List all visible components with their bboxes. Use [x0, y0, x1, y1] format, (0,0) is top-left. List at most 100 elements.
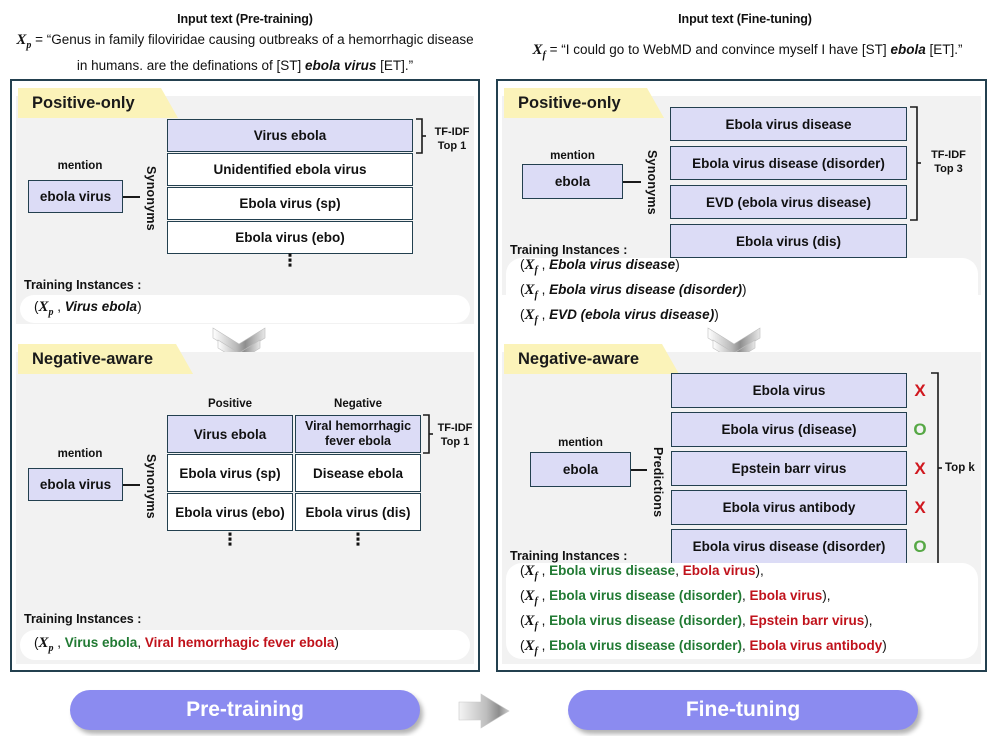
pretraining-na-positive-2[interactable]: Ebola virus (ebo) — [167, 493, 293, 531]
finetuning-na-mark-3: X — [914, 498, 926, 517]
pretraining-po-mention-label: mention — [57, 160, 103, 172]
right-input-eq: = — [545, 42, 562, 57]
finetuning-po-bracket — [908, 106, 921, 221]
right-input-line1-a: “I could go to WebMD and convince myself… — [561, 42, 891, 57]
left-input-eq: = — [31, 32, 47, 47]
pretraining-positive-only-tag: Positive-only — [18, 88, 178, 118]
finetuning-po-mention-label: mention — [550, 150, 595, 162]
pretraining-na-negative-ellipsis: ⋮ — [349, 530, 367, 549]
finetuning-po-relation-label: Synonyms — [645, 149, 659, 215]
left-input-line2-a: in humans. are the definations of [ST] — [76, 58, 306, 73]
pretraining-po-training-box: (Xp , Virus ebola) — [20, 295, 470, 323]
pretraining-po-bracket — [414, 118, 426, 154]
finetuning-na-item-1[interactable]: Ebola virus (disease) — [671, 412, 907, 447]
pretraining-stage-pill[interactable]: Pre-training — [70, 690, 420, 730]
training-instance-row: (Xf , Ebola virus disease) — [520, 256, 680, 276]
left-input-mention-highlight: ebola virus — [305, 58, 377, 73]
tag-label: Negative-aware — [518, 349, 640, 368]
tfidf-line-2: Top 1 — [437, 140, 467, 152]
tag-label: Positive-only — [518, 93, 621, 112]
pretraining-na-relation-label: Synonyms — [144, 453, 158, 519]
pretraining-na-negative-0[interactable]: Viral hemorrhagic fever ebola — [295, 415, 421, 453]
finetuning-na-mark-2: X — [914, 459, 926, 478]
left-input-line1: “Genus in family filoviridae causing out… — [46, 32, 474, 47]
training-instance-row: (Xf , Ebola virus disease, Ebola virus), — [520, 563, 764, 582]
training-instance-row: (Xp , Virus ebola, Viral hemorrhagic fev… — [34, 634, 339, 654]
pretraining-na-bracket-label: TF-IDF Top 1 — [430, 421, 480, 449]
training-instance-row: (Xf , Ebola virus disease (disorder), Eb… — [520, 638, 887, 657]
finetuning-na-mention-box[interactable]: ebola — [530, 452, 631, 487]
pretraining-po-bracket-label: TF-IDF Top 1 — [426, 125, 478, 153]
finetuning-na-bracket-label: Top k — [945, 462, 975, 474]
finetuning-po-item-2[interactable]: EVD (ebola virus disease) — [670, 185, 907, 219]
pretraining-na-connector — [123, 484, 140, 486]
right-input-line1-c: [ET].” — [925, 42, 963, 57]
pretraining-na-training-label: Training Instances : — [24, 612, 142, 626]
pretraining-na-negative-2[interactable]: Ebola virus (dis) — [295, 493, 421, 531]
pretraining-po-relation-label: Synonyms — [144, 165, 158, 231]
pretraining-po-training-label: Training Instances : — [24, 278, 142, 292]
tag-label: Negative-aware — [32, 349, 154, 368]
finetuning-po-item-0[interactable]: Ebola virus disease — [670, 107, 907, 141]
pretraining-na-bracket — [421, 414, 433, 454]
pretraining-po-item-3[interactable]: Ebola virus (ebo) — [167, 221, 413, 254]
training-instance-row: (Xp , Virus ebola) — [34, 298, 142, 318]
finetuning-positive-only-tag: Positive-only — [504, 88, 664, 118]
finetuning-na-item-4[interactable]: Ebola virus disease (disorder) — [671, 529, 907, 564]
pretraining-na-mention-box[interactable]: ebola virus — [28, 468, 123, 501]
pretraining-po-item-2[interactable]: Ebola virus (sp) — [167, 187, 413, 220]
finetuning-na-item-2[interactable]: Epstein barr virus — [671, 451, 907, 486]
finetuning-negative-aware-tag: Negative-aware — [504, 344, 679, 374]
pretraining-na-negative-1[interactable]: Disease ebola — [295, 454, 421, 492]
training-instance-row: (Xf , Ebola virus disease (disorder), Eb… — [520, 588, 831, 607]
finetuning-na-training-box: (Xf , Ebola virus disease, Ebola virus),… — [506, 563, 978, 659]
pretraining-na-training-box: (Xp , Virus ebola, Viral hemorrhagic fev… — [20, 630, 470, 660]
finetuning-po-item-1[interactable]: Ebola virus disease (disorder) — [670, 146, 907, 180]
tfidf-line-2: Top 3 — [934, 163, 963, 175]
pretraining-po-connector — [123, 196, 140, 198]
pretraining-po-item-1[interactable]: Unidentified ebola virus — [167, 153, 413, 186]
right-header-title: Input text (Fine-tuning) — [678, 12, 812, 26]
pretraining-po-item-0[interactable]: Virus ebola — [167, 119, 413, 152]
right-input-text: Xf = “I could go to WebMD and convince m… — [505, 40, 990, 66]
pretraining-na-mention-label: mention — [57, 448, 103, 460]
finetuning-na-bracket — [929, 372, 942, 565]
training-instance-row: (Xf , Ebola virus disease (disorder), Ep… — [520, 613, 873, 632]
tfidf-line-1: TF-IDF — [931, 149, 966, 161]
finetuning-po-bracket-label: TF-IDF Top 3 — [921, 148, 976, 176]
training-instance-row: (Xf , Ebola virus disease (disorder)) — [520, 281, 747, 301]
pretraining-na-col-positive: Positive — [207, 398, 253, 410]
finetuning-na-item-3[interactable]: Ebola virus antibody — [671, 490, 907, 525]
finetuning-po-mention-box[interactable]: ebola — [522, 164, 623, 199]
finetuning-po-item-3[interactable]: Ebola virus (dis) — [670, 224, 907, 258]
pretraining-po-ellipsis: ⋮ — [281, 251, 299, 270]
stage-transition-arrow-icon — [455, 692, 515, 730]
finetuning-na-connector — [631, 469, 647, 471]
left-header-title: Input text (Pre-training) — [177, 12, 313, 26]
tfidf-line-1: TF-IDF — [437, 422, 473, 434]
training-instance-row: (Xf , EVD (ebola virus disease)) — [520, 306, 719, 326]
finetuning-na-relation-label: Predictions — [651, 446, 665, 518]
finetuning-na-mark-1: O — [913, 420, 927, 439]
finetuning-stage-pill[interactable]: Fine-tuning — [568, 690, 918, 730]
pretraining-na-positive-1[interactable]: Ebola virus (sp) — [167, 454, 293, 492]
right-input-mention-highlight: ebola — [890, 42, 926, 57]
left-input-variable: Xp — [16, 32, 32, 51]
tfidf-line-2: Top 1 — [440, 436, 470, 448]
finetuning-na-training-label: Training Instances : — [510, 549, 628, 563]
tag-label: Positive-only — [32, 93, 135, 112]
finetuning-po-training-label: Training Instances : — [510, 243, 628, 257]
pretraining-na-positive-0[interactable]: Virus ebola — [167, 415, 293, 453]
finetuning-po-connector — [623, 181, 641, 183]
tfidf-line-1: TF-IDF — [434, 126, 470, 138]
pretraining-na-col-negative: Negative — [334, 398, 382, 410]
left-input-line2-c: [ET].” — [376, 58, 414, 73]
finetuning-na-mark-4: O — [913, 537, 927, 556]
pretraining-po-mention-box[interactable]: ebola virus — [28, 180, 123, 213]
pretraining-negative-aware-tag: Negative-aware — [18, 344, 193, 374]
pretraining-na-positive-ellipsis: ⋮ — [221, 530, 239, 549]
right-input-variable: Xf — [532, 42, 546, 61]
finetuning-na-item-0[interactable]: Ebola virus — [671, 373, 907, 408]
left-input-text: Xp = “Genus in family filoviridae causin… — [10, 30, 480, 76]
finetuning-po-training-box: (Xf , Ebola virus disease) (Xf , Ebola v… — [506, 256, 978, 326]
